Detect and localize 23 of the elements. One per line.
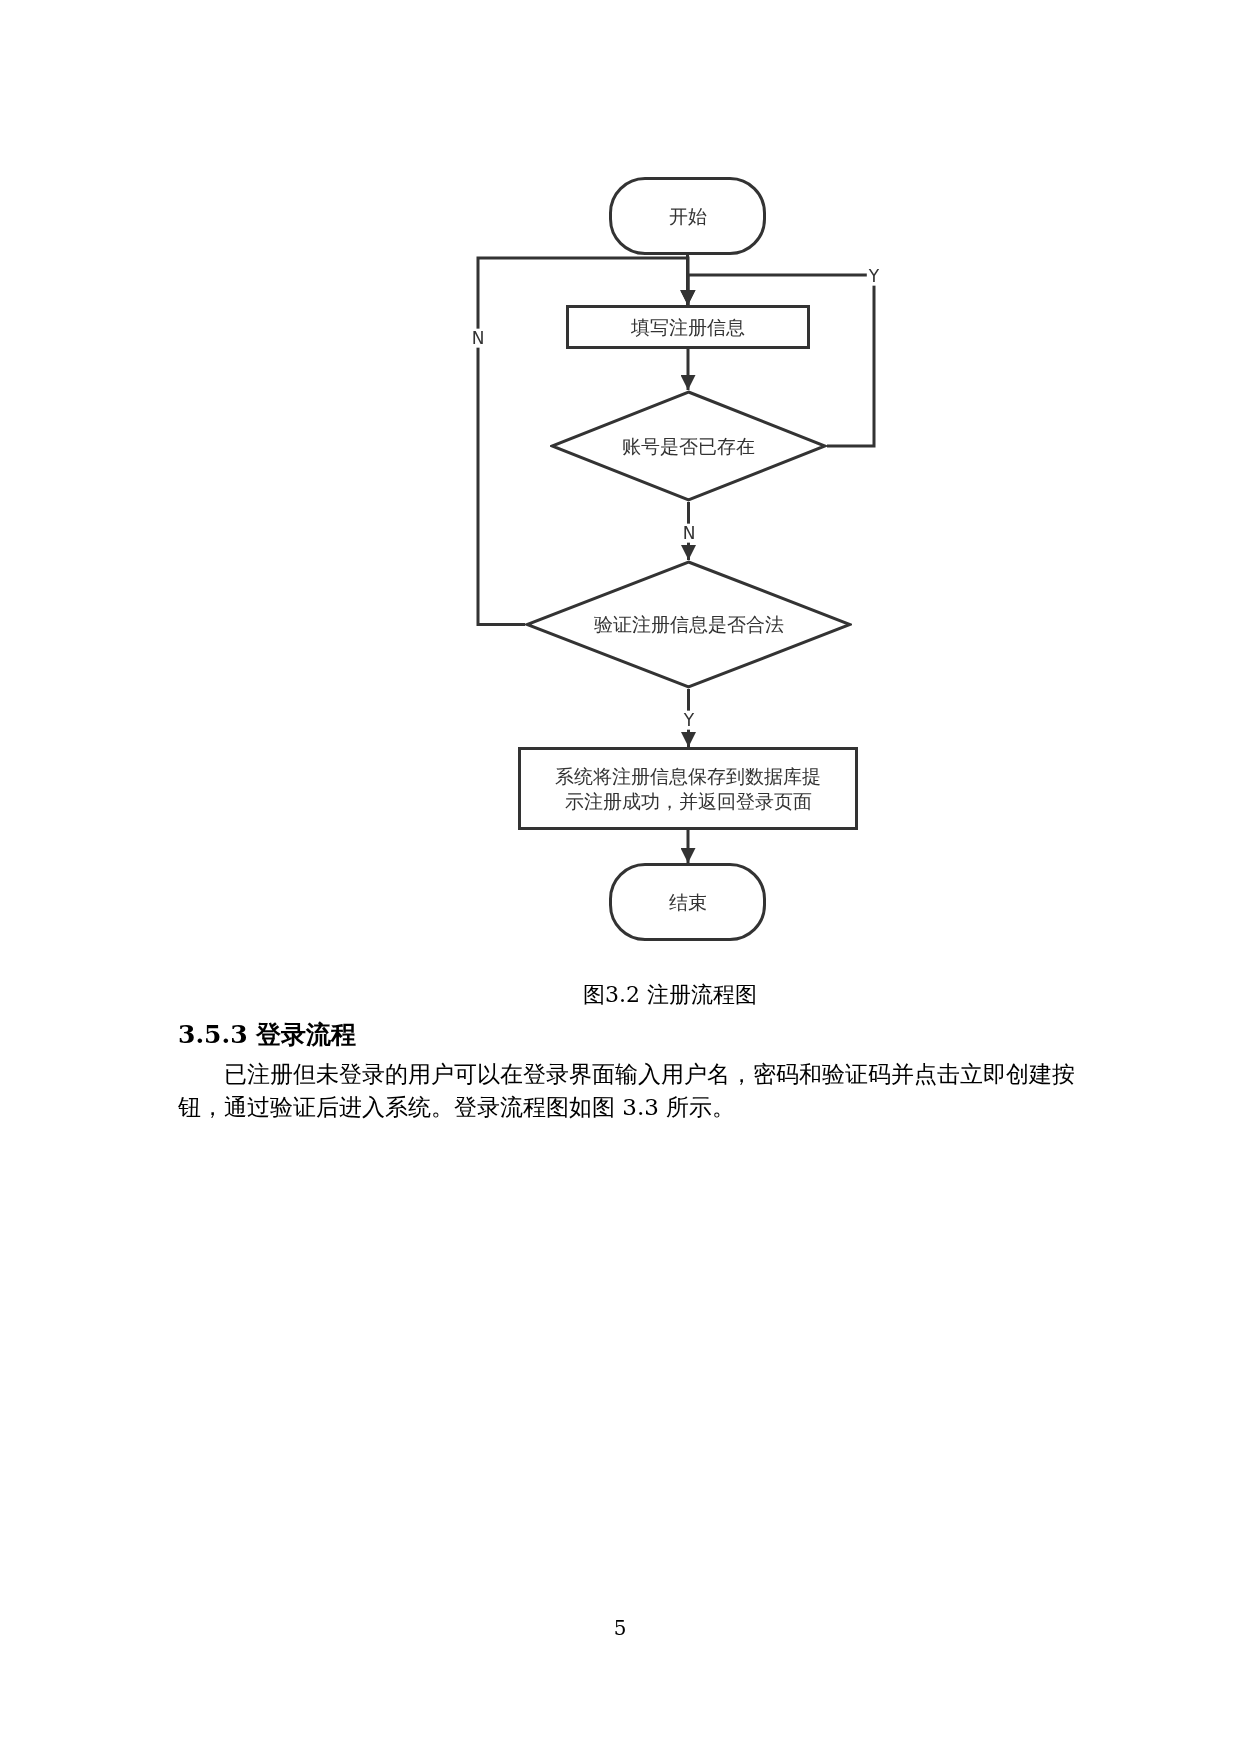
node-text: 结束 (668, 889, 707, 915)
process-box (566, 305, 810, 349)
paragraph: 已注册但未登录的用户可以在登录界面输入用户名，密码和验证码并点击立即创建按钮，通过验证后进入系统。登录流程图如图 3.3 所示。 (178, 1060, 1076, 1122)
node-text: 验证注册信息是否合法 (593, 612, 784, 637)
section-heading: 3.5.3 登录流程 (178, 1019, 357, 1051)
node-text: 账号是否已存在 (622, 433, 755, 459)
node-text: 系统将注册信息保存到数据库提示注册成功，并返回登录页面 (554, 763, 822, 814)
decision-diamond (525, 560, 852, 689)
arrow (681, 689, 696, 747)
decision-diamond (550, 390, 827, 502)
process-box (518, 747, 858, 830)
node-text: 开始 (668, 203, 707, 229)
page-number: 5 (612, 1616, 628, 1640)
figure-caption: 图3.2 注册流程图 (582, 981, 758, 1009)
edge-label: Y (866, 266, 882, 286)
node-text: 填写注册信息 (631, 314, 745, 340)
arrow (476, 256, 696, 626)
arrow (681, 502, 696, 560)
arrow (680, 349, 696, 390)
terminal-shape (609, 863, 766, 941)
edge-label: Y (681, 710, 697, 730)
terminal-shape (609, 177, 766, 255)
arrow (680, 830, 696, 863)
